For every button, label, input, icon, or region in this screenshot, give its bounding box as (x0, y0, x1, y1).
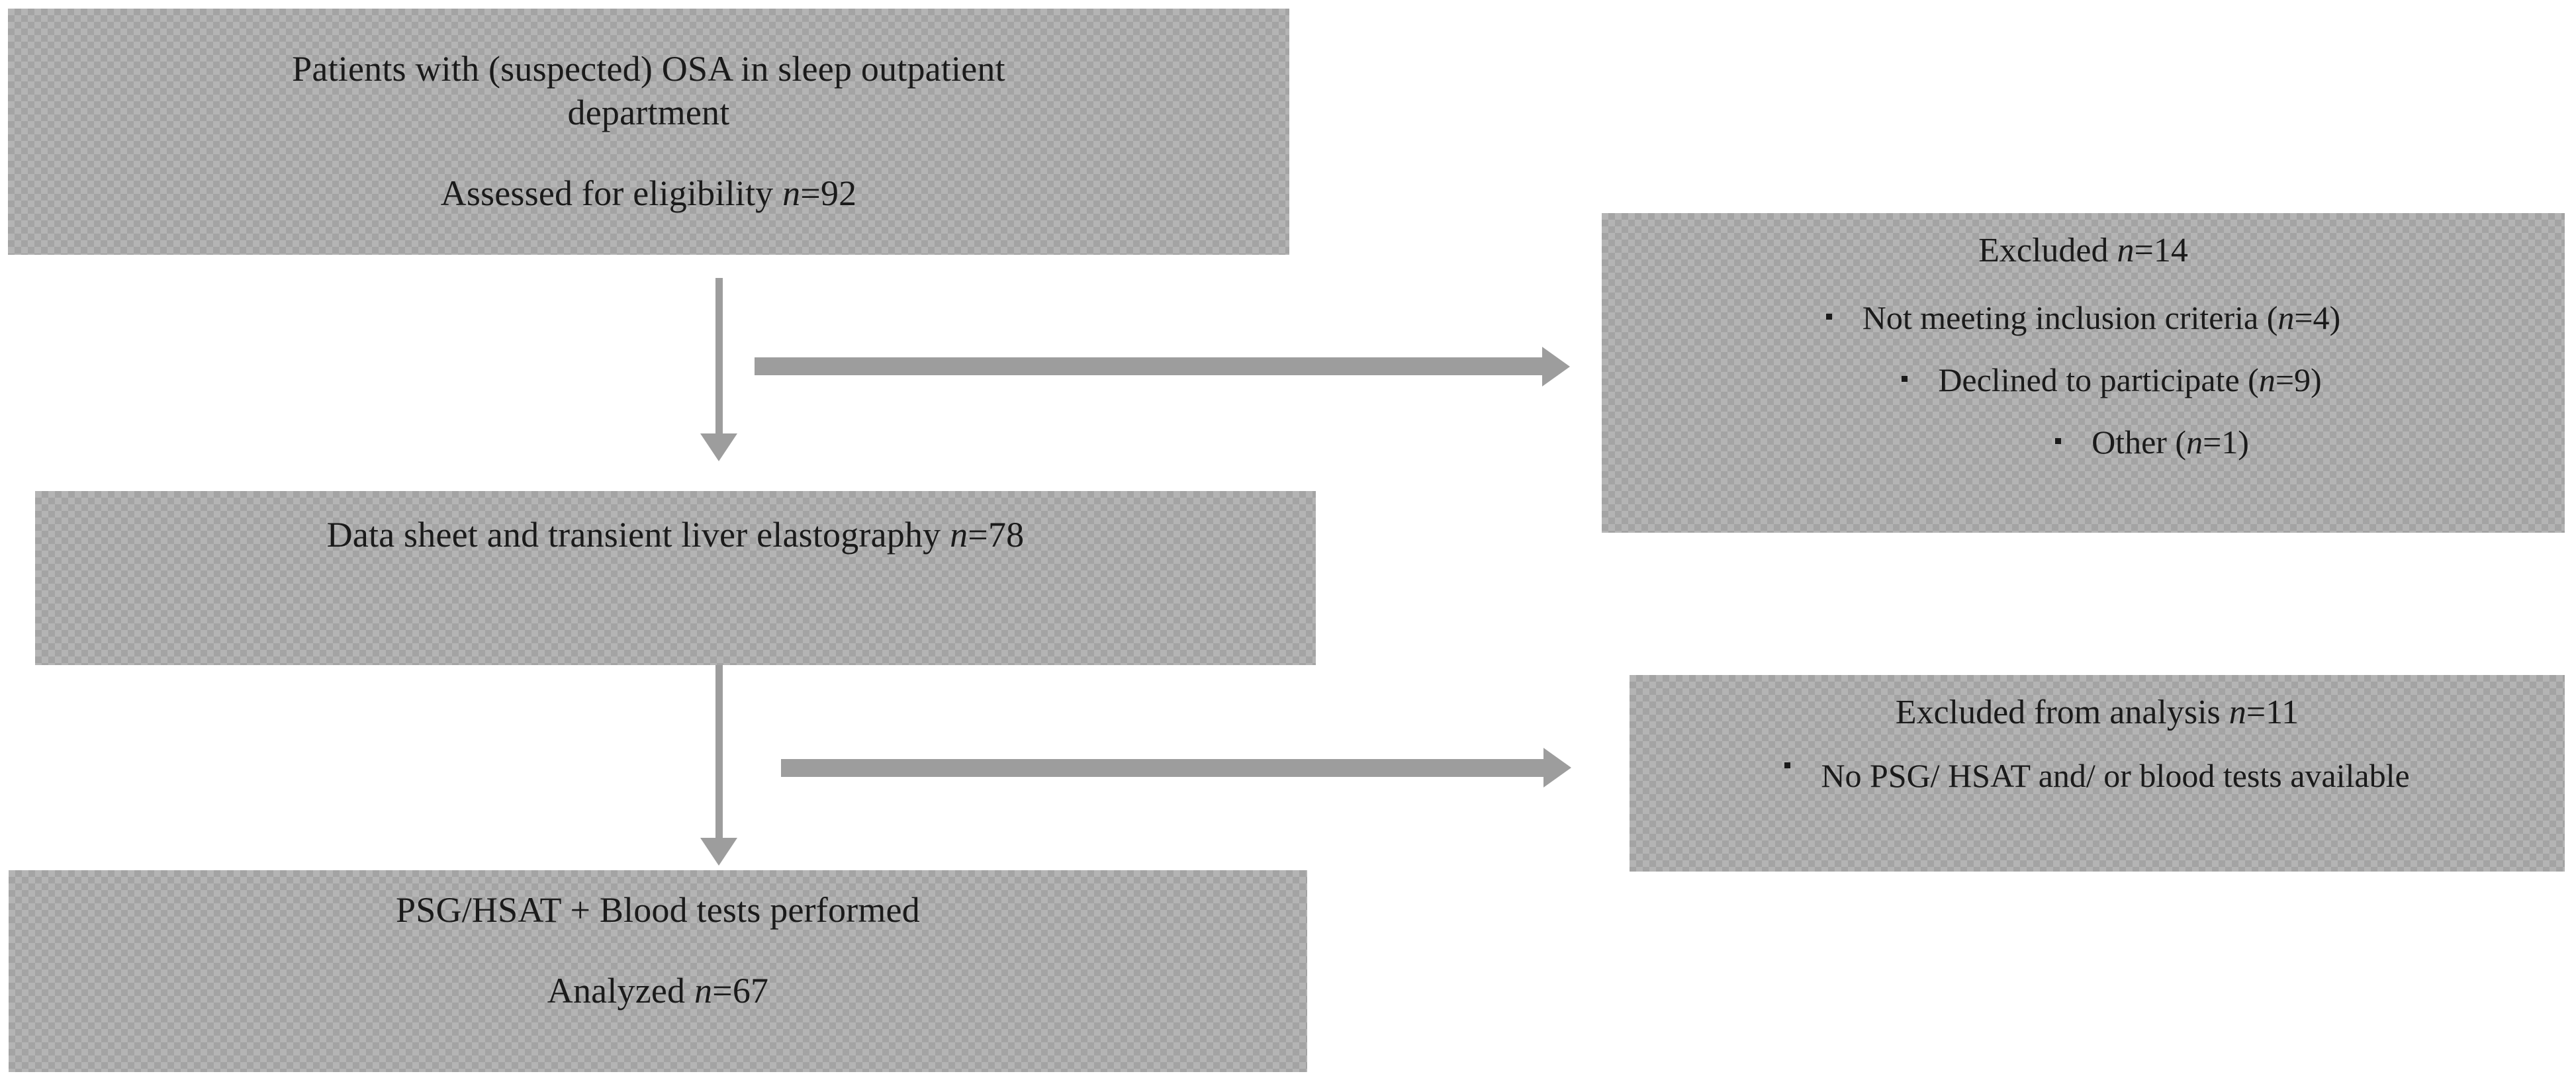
box-enrollment-line1: Patients with (suspected) OSA in sleep o… (292, 49, 1005, 89)
box-excluded-2-title: Excluded from analysis n=11 (1649, 692, 2545, 733)
box-assessment-line1-value: =78 (968, 515, 1025, 555)
box-enrollment: Patients with (suspected) OSA in sleep o… (8, 9, 1289, 255)
box-analysis-line2: Analyzed n=67 (26, 969, 1290, 1013)
box-excluded-1-list: Not meeting inclusion criteria (n=4) Dec… (1622, 298, 2545, 462)
arrow-enrollment-to-assessment-head (700, 433, 737, 461)
box-assessment: Data sheet and transient liver elastogra… (35, 491, 1316, 665)
box-assessment-line1-n: n (950, 515, 968, 555)
bullet-icon (2055, 438, 2062, 445)
box-analysis-line2-n: n (694, 970, 713, 1011)
list-item-text: Not meeting inclusion criteria (n=4) (1863, 298, 2340, 338)
arrow-assessment-to-analysis-head (700, 838, 737, 866)
box-excluded-1-title-n: n (2117, 232, 2135, 269)
bullet-icon (1825, 314, 1832, 320)
box-excluded-1-title: Excluded n=14 (1622, 230, 2545, 271)
arrow-enrollment-to-assessment-shaft (715, 278, 723, 437)
list-item-n: n (2258, 361, 2276, 399)
box-excluded-2-title-prefix: Excluded from analysis (1895, 694, 2229, 731)
list-item-n-value: =9) (2275, 361, 2322, 399)
list-item-text-prefix: Other ( (2092, 424, 2187, 461)
box-assessment-line1-prefix: Data sheet and transient liver elastogra… (326, 515, 950, 555)
arrow-assessment-to-excluded2-shaft (781, 759, 1545, 777)
arrow-assessment-to-excluded2-head (1543, 748, 1571, 788)
box-enrollment-line3-prefix: Assessed for eligibility (440, 173, 783, 213)
arrow-assessment-to-analysis-shaft (715, 665, 723, 840)
bullet-icon (1784, 762, 1791, 769)
list-item-text-prefix: Not meeting inclusion criteria ( (1862, 299, 2278, 337)
box-analysis-line1: PSG/HSAT + Blood tests performed (396, 890, 920, 930)
box-excluded-1-title-prefix: Excluded (1978, 232, 2117, 269)
list-item-text-prefix: Declined to participate ( (1938, 361, 2259, 399)
box-analysis: PSG/HSAT + Blood tests performed Analyze… (9, 870, 1307, 1072)
box-analysis-line2-value: =67 (712, 970, 769, 1011)
list-item-n: n (2277, 299, 2295, 337)
box-enrollment-line3: Assessed for eligibility n=92 (25, 172, 1272, 216)
box-excluded-2: Excluded from analysis n=11 No PSG/ HSAT… (1630, 675, 2565, 872)
box-enrollment-line2: department (567, 93, 730, 133)
arrow-enrollment-to-excluded1-head (1542, 347, 1570, 386)
bullet-icon (1902, 376, 1908, 383)
list-item-text: Declined to participate (n=9) (1938, 360, 2321, 400)
box-enrollment-line3-n: n (782, 173, 801, 213)
list-item-n: n (2186, 424, 2203, 461)
list-item: Not meeting inclusion criteria (n=4) (1622, 298, 2545, 338)
box-enrollment-line3-value: =92 (800, 173, 857, 213)
box-analysis-line2-prefix: Analyzed (547, 970, 694, 1011)
box-excluded-1: Excluded n=14 Not meeting inclusion crit… (1602, 213, 2565, 533)
list-item: No PSG/ HSAT and/ or blood tests availab… (1649, 756, 2545, 795)
list-item-text: Other (n=1) (2092, 422, 2249, 462)
box-assessment-line1: Data sheet and transient liver elastogra… (52, 514, 1299, 557)
list-item-text: No PSG/ HSAT and/ or blood tests availab… (1821, 756, 2409, 795)
list-item: Declined to participate (n=9) (1622, 360, 2545, 400)
list-item-text-prefix: No PSG/ HSAT and/ or blood tests availab… (1821, 757, 2410, 795)
box-excluded-1-title-value: =14 (2134, 232, 2188, 269)
box-excluded-2-title-value: =11 (2246, 694, 2299, 731)
arrow-enrollment-to-excluded1-shaft (755, 357, 1543, 375)
list-item: Other (n=1) (1622, 422, 2545, 462)
box-excluded-2-title-n: n (2229, 694, 2246, 731)
box-excluded-2-list: No PSG/ HSAT and/ or blood tests availab… (1649, 756, 2545, 795)
list-item-n-value: =1) (2203, 424, 2249, 461)
list-item-n-value: =4) (2294, 299, 2341, 337)
